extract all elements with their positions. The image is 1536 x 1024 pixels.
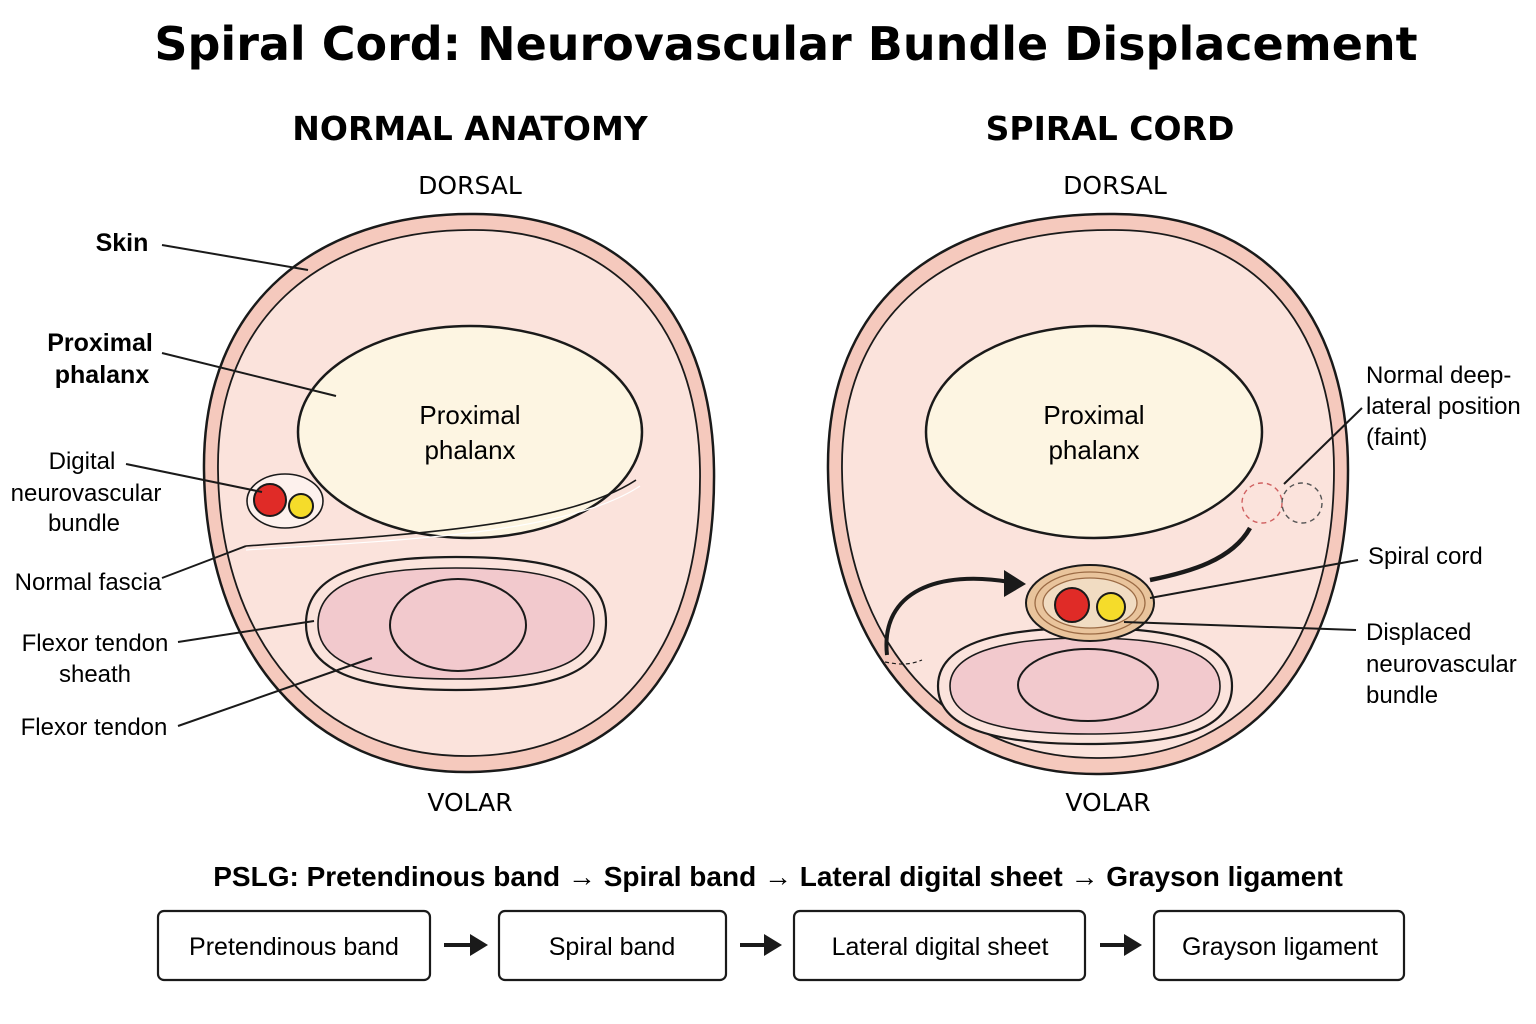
- left-flexor-tendon: [389, 578, 527, 672]
- right-dorsal-label: DORSAL: [1063, 171, 1167, 200]
- right-proximal-phalanx: [924, 324, 1264, 540]
- label-displaced-line3: bundle: [1366, 682, 1438, 709]
- left-bone-label-line2: phalanx: [424, 435, 515, 465]
- sequence-box-lateral: [792, 909, 1087, 982]
- sequence-caption: PSLG: Pretendinous band → Spiral band → …: [213, 861, 1343, 892]
- displacement-dashed-tail: [884, 659, 923, 665]
- left-fascia-inner-line: [245, 485, 641, 551]
- label-normal-fascia: Normal fascia: [15, 569, 162, 596]
- right-panel-heading: SPIRAL CORD: [986, 109, 1235, 148]
- displacement-arrowhead: [1004, 570, 1026, 597]
- faint-normal-artery-position: [1241, 482, 1283, 524]
- left-normal-fascia-line: [245, 479, 637, 547]
- arrow-3-head: [1124, 934, 1142, 956]
- label-sheath-line2: sheath: [59, 661, 131, 688]
- label-displaced-line2: neurovascular: [1366, 651, 1517, 678]
- leader-tendon: [177, 657, 373, 727]
- arrow-1-head: [470, 934, 488, 956]
- sequence-flow: Pretendinous band Spiral band Lateral di…: [156, 909, 1406, 982]
- label-bundle-line3: bundle: [48, 510, 120, 537]
- label-spiral-cord: Spiral cord: [1368, 543, 1483, 570]
- sequence-box-spiral: [497, 909, 728, 982]
- left-labels: Skin Proximal phalanx Digital neurovascu…: [11, 229, 373, 741]
- right-volar-label: VOLAR: [1065, 788, 1150, 817]
- right-flexor-tendon: [1017, 648, 1159, 722]
- left-digital-artery: [253, 483, 287, 517]
- label-normal-position-line3: (faint): [1366, 424, 1427, 451]
- left-panel-heading: NORMAL ANATOMY: [292, 109, 649, 148]
- label-bundle-line2: neurovascular: [11, 480, 162, 507]
- right-labels: Normal deep- lateral position (faint) Sp…: [1123, 362, 1521, 709]
- leader-proximal: [161, 352, 337, 397]
- label-normal-position-line1: Normal deep-: [1366, 362, 1511, 389]
- label-skin: Skin: [96, 229, 149, 257]
- left-proximal-phalanx: [296, 324, 644, 540]
- diagram-title: Spiral Cord: Neurovascular Bundle Displa…: [154, 17, 1417, 71]
- label-bundle-line1: Digital: [49, 448, 116, 475]
- left-dorsal-label: DORSAL: [418, 171, 522, 200]
- leader-skin: [161, 244, 309, 271]
- label-sheath-line1: Flexor tendon: [22, 630, 169, 657]
- displacement-arrow: [884, 576, 1011, 656]
- sequence-box-lateral-label: Lateral digital sheet: [832, 933, 1049, 961]
- leader-spiral-cord: [1149, 559, 1359, 599]
- spiral-cord-path: [1149, 526, 1252, 583]
- left-volar-label: VOLAR: [427, 788, 512, 817]
- sequence-box-pretendinous-label: Pretendinous band: [189, 933, 399, 961]
- right-bone-label-line1: Proximal: [1043, 400, 1144, 430]
- label-displaced-line1: Displaced: [1366, 619, 1471, 646]
- leader-sheath: [177, 620, 315, 643]
- leader-fascia: [161, 545, 247, 579]
- displaced-digital-artery: [1054, 587, 1090, 623]
- leader-normal-position: [1283, 407, 1363, 485]
- left-digital-nerve: [288, 493, 314, 519]
- sequence-box-pretendinous: [156, 909, 432, 982]
- faint-normal-nerve-position: [1281, 482, 1323, 524]
- spiral-cord-band-inner: [1034, 571, 1146, 635]
- left-bone-label-line1: Proximal: [419, 400, 520, 430]
- leader-bundle: [125, 463, 263, 493]
- arrow-2-head: [764, 934, 782, 956]
- label-proximal-line2: phalanx: [55, 361, 150, 389]
- spiral-cord-cross-section: Proximal phalanx: [826, 212, 1350, 776]
- right-bone-label-line2: phalanx: [1048, 435, 1139, 465]
- label-normal-position-line2: lateral position: [1366, 393, 1521, 420]
- normal-anatomy-cross-section: Proximal phalanx: [202, 212, 716, 774]
- displaced-digital-nerve: [1096, 592, 1126, 622]
- label-proximal-line1: Proximal: [47, 329, 153, 357]
- sequence-box-grayson-label: Grayson ligament: [1182, 933, 1378, 961]
- sequence-box-spiral-label: Spiral band: [549, 933, 675, 961]
- label-flexor-tendon: Flexor tendon: [21, 714, 168, 741]
- sequence-box-grayson: [1152, 909, 1406, 982]
- leader-displaced: [1123, 621, 1357, 631]
